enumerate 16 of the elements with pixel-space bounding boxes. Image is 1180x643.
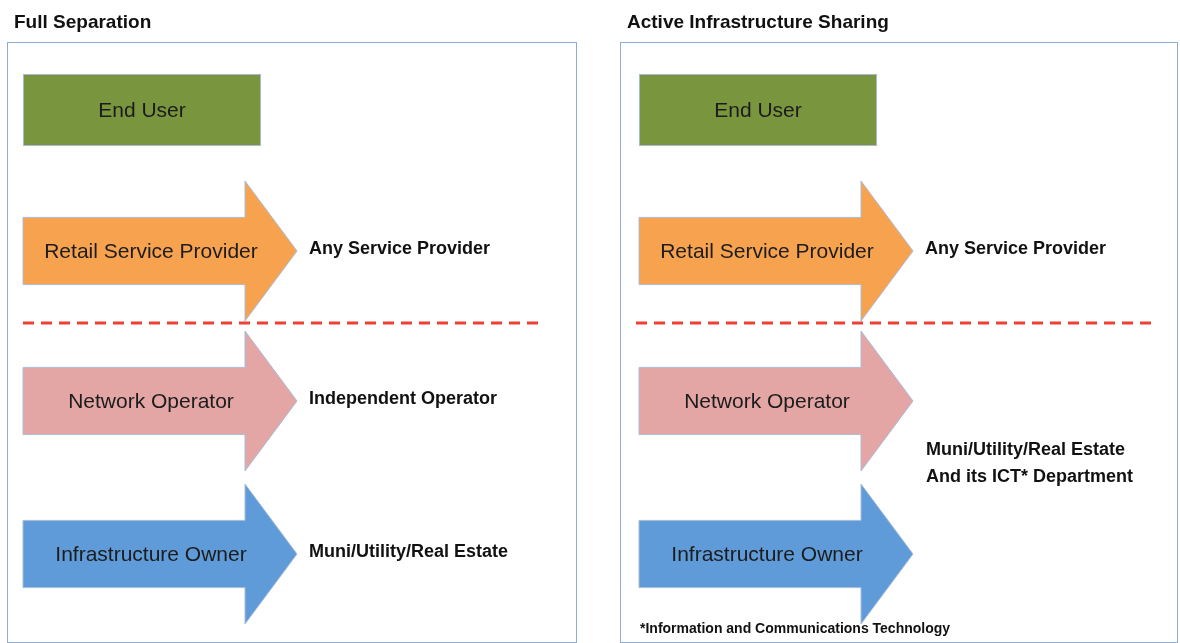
panel-heading: Active Infrastructure Sharing xyxy=(627,11,889,33)
role-label: Retail Service Provider xyxy=(43,239,259,263)
panel-heading: Full Separation xyxy=(14,11,152,33)
footnote: *Information and Communications Technology xyxy=(640,620,951,636)
role-label: Retail Service Provider xyxy=(659,239,875,263)
role-label: Network Operator xyxy=(67,389,235,413)
role-label: Infrastructure Owner xyxy=(670,542,864,566)
role-label: Infrastructure Owner xyxy=(54,542,248,566)
role-box: End User xyxy=(23,74,261,146)
role-example: Any Service Provider xyxy=(925,238,1107,260)
role-example: Independent Operator xyxy=(309,388,497,410)
role-example: Muni/Utility/Real Estate And its ICT* Department xyxy=(926,438,1135,488)
role-example: Muni/Utility/Real Estate xyxy=(309,541,509,563)
role-example: Any Service Provider xyxy=(309,238,491,260)
role-box: End User xyxy=(639,74,877,146)
role-label: Network Operator xyxy=(683,389,851,413)
